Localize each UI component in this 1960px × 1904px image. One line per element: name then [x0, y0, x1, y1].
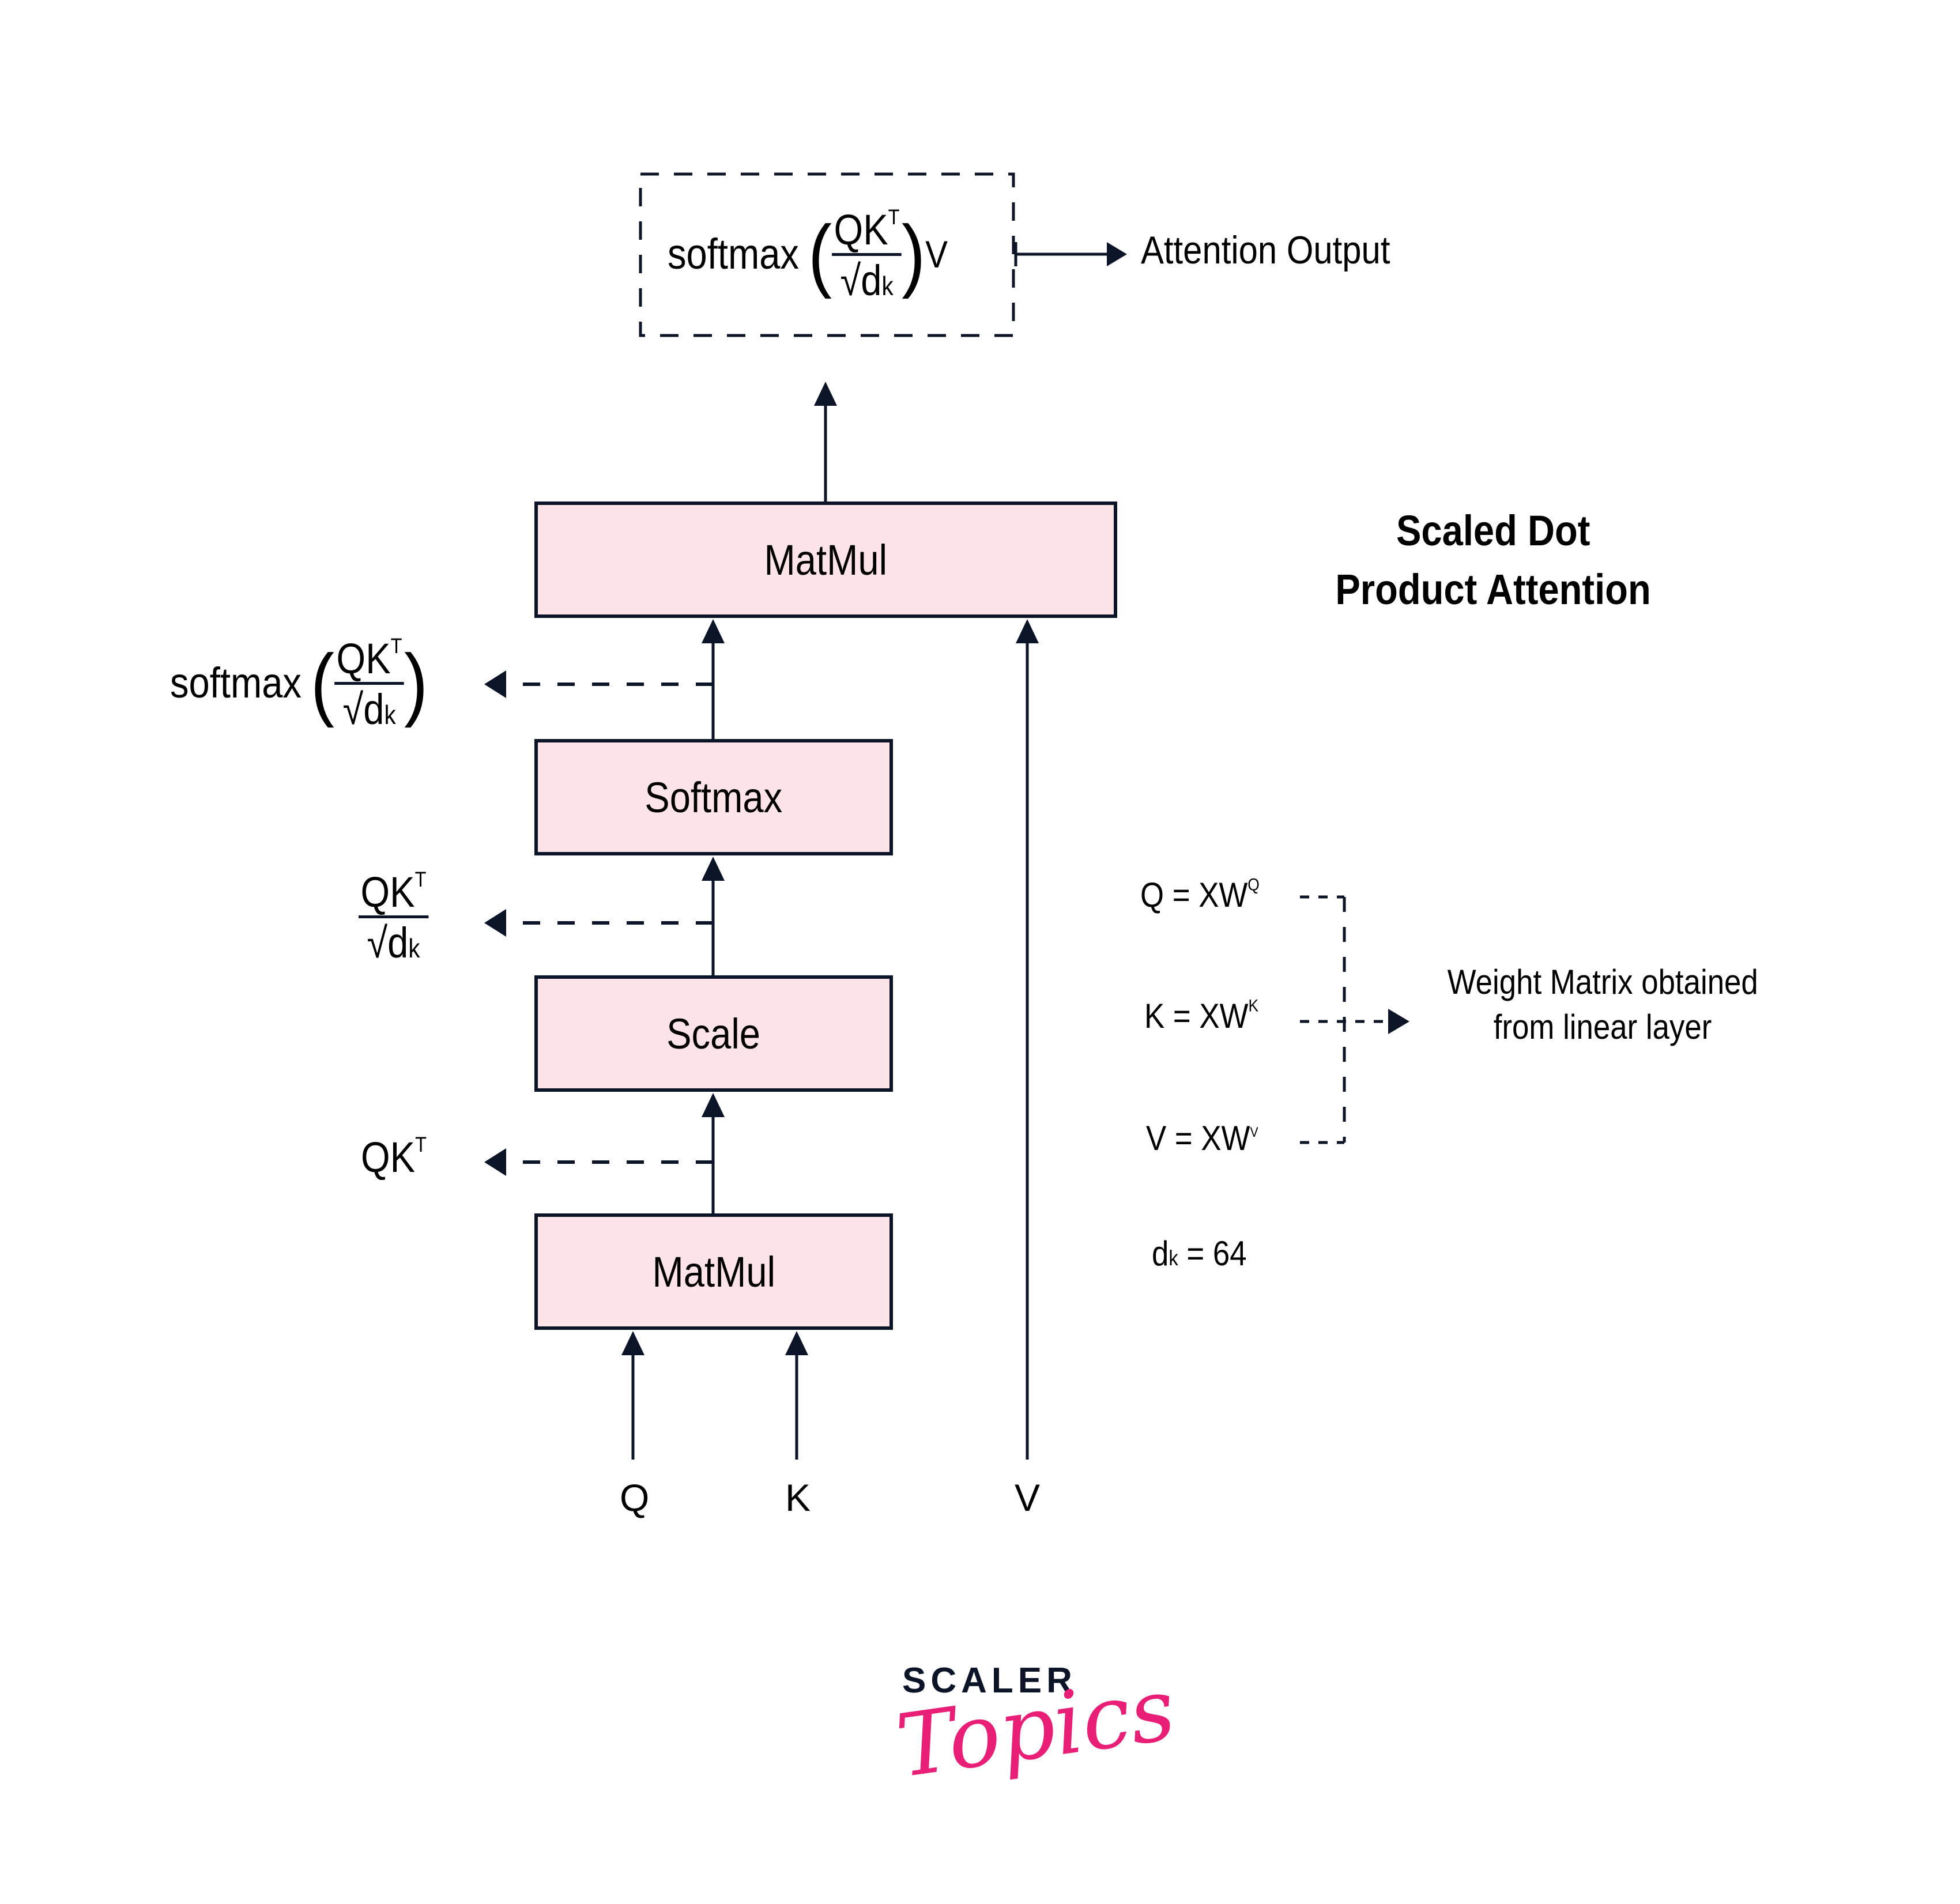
- softmax-block: Softmax: [534, 739, 893, 855]
- close-paren: ): [902, 208, 926, 299]
- output-arrowhead: [1107, 242, 1127, 266]
- fraction-numerator: QK: [834, 206, 888, 254]
- matmul-top-out-arrowhead: [814, 382, 837, 406]
- side-fraction: QKT √dk: [334, 635, 405, 730]
- attention-output-label: Attention Output: [1141, 228, 1390, 272]
- logo-scaler-text: SCALER: [902, 1661, 1077, 1701]
- output-suffix-v: V: [925, 232, 948, 276]
- weight-note-arrowhead: [1388, 1009, 1409, 1034]
- matmul-top-block: MatMul: [534, 502, 1117, 618]
- matmul-bottom-block: MatMul: [534, 1213, 893, 1330]
- input-v-label: V: [1015, 1476, 1041, 1519]
- matmul-output-label: QKT: [361, 1133, 427, 1182]
- weight-note-line-1: Weight Matrix obtained: [1447, 963, 1758, 1001]
- softmax-output-label: softmax ( QKT √dk ): [170, 625, 463, 741]
- softmax-out-arrowhead: [702, 619, 725, 643]
- scale-fraction: QKT √dk: [359, 869, 429, 964]
- output-fraction: QKT √dk: [832, 206, 902, 301]
- v-input-arrowhead: [1016, 619, 1039, 643]
- open-paren: (: [808, 208, 832, 299]
- scale-side-arrowhead: [484, 909, 506, 937]
- scale-out-arrowhead: [702, 857, 725, 881]
- scale-output-label: QKT √dk: [359, 859, 438, 974]
- transpose-sup: T: [888, 205, 900, 229]
- output-dashed-box: [639, 172, 1015, 337]
- output-fn: softmax: [668, 230, 799, 278]
- equation-v: V = XWV: [1146, 1119, 1258, 1158]
- scaler-logo: SCALER Topics: [891, 1659, 1181, 1797]
- close-paren: ): [404, 637, 428, 728]
- title-line-1: Scaled Dot: [1396, 507, 1590, 555]
- input-k-label: K: [785, 1476, 811, 1519]
- input-q-label: Q: [620, 1476, 650, 1519]
- k-input-arrowhead: [785, 1331, 808, 1355]
- equation-q: Q = XWQ: [1140, 875, 1260, 915]
- softmax-side-arrowhead: [484, 670, 506, 698]
- dk-value: dk = 64: [1152, 1234, 1247, 1273]
- weight-note-line-2: from linear layer: [1493, 1008, 1712, 1046]
- q-input-arrowhead: [621, 1331, 644, 1355]
- diagram-title: Scaled Dot Product Attention: [1262, 502, 1724, 619]
- fraction-denominator: √d: [840, 256, 882, 304]
- side-fn: softmax: [170, 659, 301, 707]
- scale-block: Scale: [534, 975, 893, 1092]
- title-line-2: Product Attention: [1335, 565, 1651, 614]
- matmul-bottom-out-arrowhead: [702, 1093, 725, 1117]
- open-paren: (: [310, 637, 335, 728]
- equation-k: K = XWK: [1144, 996, 1259, 1036]
- weight-matrix-note: Weight Matrix obtained from linear layer: [1407, 960, 1799, 1050]
- output-formula: softmax ( QKT √dk ) V: [668, 199, 986, 309]
- dk-sub: k: [881, 270, 894, 301]
- matmul-side-arrowhead: [484, 1148, 506, 1176]
